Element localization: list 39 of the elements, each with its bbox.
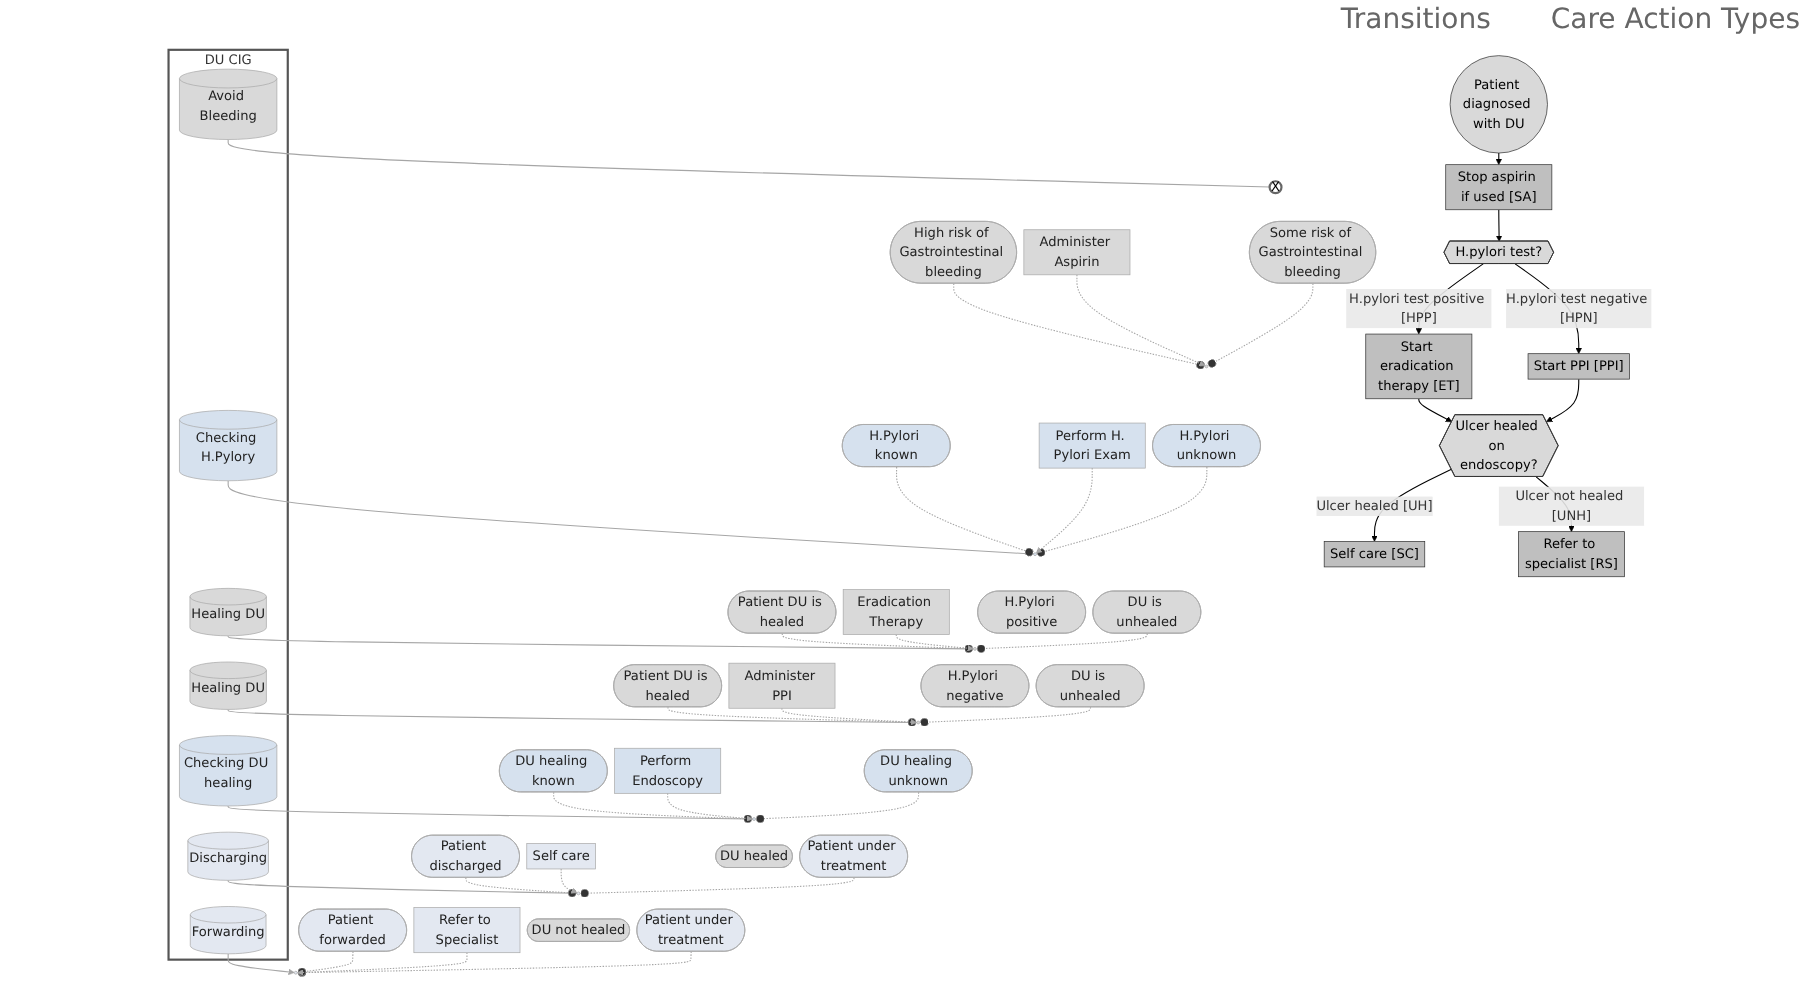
node-circle — [1033, 552, 1037, 556]
arrow — [296, 952, 468, 976]
connector — [896, 466, 1035, 557]
arrow — [560, 868, 578, 894]
connector — [975, 633, 1148, 654]
connector — [296, 951, 692, 977]
node-circle — [576, 891, 581, 896]
arrow — [227, 953, 295, 976]
connector — [296, 951, 354, 977]
connector — [553, 791, 754, 824]
arrow — [227, 879, 578, 897]
node-circle — [973, 647, 977, 651]
connector — [1207, 283, 1314, 368]
node-circle — [1204, 364, 1209, 369]
node-circle — [752, 817, 756, 821]
connector — [667, 706, 918, 727]
arrow — [1035, 467, 1093, 554]
arrow — [895, 634, 974, 652]
connector — [579, 877, 855, 898]
node-circle — [916, 720, 921, 725]
node-circle — [294, 970, 298, 975]
arrow — [667, 792, 753, 822]
connector — [1035, 466, 1208, 557]
arrow — [1495, 209, 1503, 242]
connector — [919, 706, 1092, 727]
connector — [953, 283, 1206, 370]
connector — [754, 791, 920, 824]
connector — [465, 877, 578, 898]
arrow — [227, 708, 918, 726]
column-heading: Care Action Types — [1550, 4, 1800, 36]
arrow — [227, 635, 974, 653]
arrow — [1546, 378, 1580, 422]
arrow — [1495, 152, 1502, 165]
arrow — [1418, 398, 1453, 422]
connector — [227, 139, 1271, 188]
arrow — [1076, 274, 1206, 367]
column-heading: Transitions — [1340, 4, 1491, 36]
arrow — [781, 707, 918, 726]
connector — [781, 633, 975, 654]
